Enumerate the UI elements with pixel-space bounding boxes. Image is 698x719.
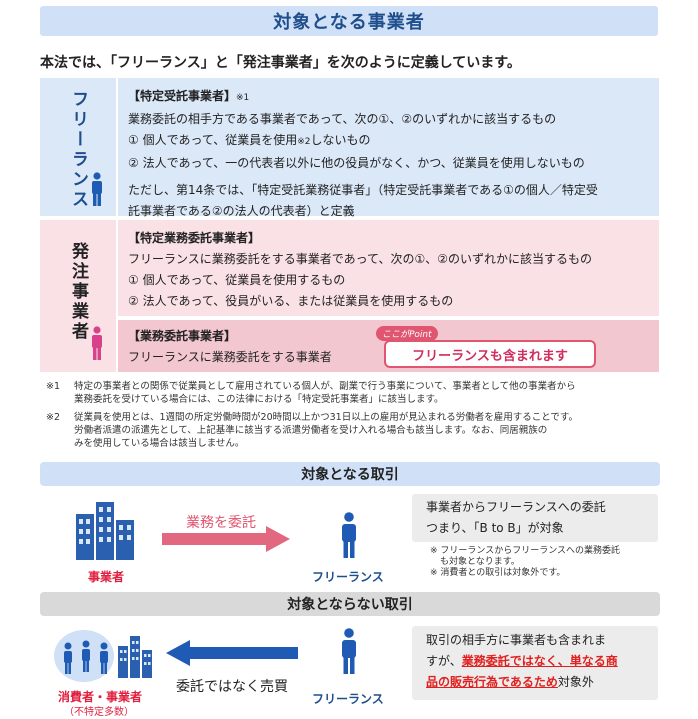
nontarget-info-box: 取引の相手方に事業者も含まれま すが、業務委託ではなく、単なる商 品の販売行為で… (412, 626, 658, 700)
person-icon-pink (92, 326, 102, 360)
people-icon (64, 640, 108, 674)
nontarget-highlight1: 業務委託ではなく、単なる商 (461, 654, 618, 668)
nontarget-section-title: 対象とならない取引 (40, 592, 660, 616)
note2-line3: みを使用している場合は該当しません。 (74, 438, 245, 449)
note2-line1: 従業員を使用とは、1週間の所定労働時間が20時間以上かつ31日以上の雇用が見込ま… (74, 412, 578, 423)
orderer-line2: フリーランスに業務委託をする事業者 (128, 350, 332, 364)
note-mark-1: ※1 (46, 381, 61, 392)
freelance-extra2: 託事業者である②の法人の代表者）と定義 (128, 204, 355, 218)
freelance-item1-b: しないもの (310, 133, 371, 147)
target-note1b: も対象となります。 (440, 557, 520, 567)
target-box-line2: つまり、「B to B」が対象 (426, 521, 564, 535)
building-icon (76, 502, 134, 560)
freelance-side-label: フリーランス (68, 90, 88, 210)
target-notes: ※ フリーランスからフリーランスへの業務委託 も対象となります。 ※ 消費者との… (430, 546, 620, 579)
page-title: 対象となる事業者 (40, 6, 658, 36)
note-ref-1: ※1 (236, 93, 250, 103)
orderer-item2: ② 法人であって、役員がいる、または従業員を使用するもの (128, 294, 454, 308)
orderer-heading2: 【業務委託事業者】 (128, 329, 237, 343)
nontarget-box-line3b: 対象外 (557, 675, 594, 689)
note-ref-2: ※2 (297, 137, 311, 147)
small-building-icon (118, 636, 152, 678)
target-note1a: ※ フリーランスからフリーランスへの業務委託 (430, 546, 621, 556)
target-right-label: フリーランス (312, 570, 384, 584)
footnotes: ※1 特定の事業者との関係で従業員として雇用されている個人が、副業で行う事業につ… (46, 380, 658, 450)
orderer-side-label: 発注事業者 (68, 242, 88, 342)
freelance-item2: ② 法人であって、一の代表者以外に他の役員がなく、かつ、従業員を使用しないもの (128, 156, 585, 170)
freelance-side-panel: フリーランス (40, 78, 116, 216)
target-section-title: 対象となる取引 (40, 462, 660, 486)
target-box-line1: 事業者からフリーランスへの委託 (426, 500, 606, 514)
intro-text: 本法では、「フリーランス」と「発注事業者」を次のように定義しています。 (40, 55, 521, 71)
orderer-side-panel: 発注事業者 (40, 220, 116, 372)
nontarget-box-line1: 取引の相手方に事業者も含まれま (426, 633, 607, 647)
orderer-item1: ① 個人であって、従業員を使用するもの (128, 273, 346, 287)
freelance-heading: 【特定受託事業者】 (128, 89, 237, 103)
nontarget-arrow-label: 委託ではなく売買 (176, 679, 288, 695)
freelance-item1-a: ① 個人であって、従業員を使用 (128, 133, 298, 147)
freelance-definition: 【特定受託事業者】※1 業務委託の相手方である事業者であって、次の①、②のいずれ… (118, 78, 659, 218)
freelance-line1: 業務委託の相手方である事業者であって、次の①、②のいずれかに該当するもの (128, 112, 557, 126)
target-info-box: 事業者からフリーランスへの委託 つまり、「B to B」が対象 (412, 494, 658, 542)
business-consignor-box: 【業務委託事業者】 フリーランスに業務委託をする事業者 ここがPoint フリー… (118, 320, 659, 372)
nontarget-highlight2: 品の販売行為であるため (426, 675, 558, 689)
nontarget-left-sub: （不特定多数） (64, 707, 134, 718)
orderer-line1: フリーランスに業務委託をする事業者であって、次の①、②のいずれかに該当するもの (128, 252, 592, 266)
note-mark-2: ※2 (46, 412, 61, 423)
note1-line1: 特定の事業者との関係で従業員として雇用されている個人が、副業で行う事業について、… (74, 381, 576, 392)
nontarget-left-label: 消費者・事業者 (58, 690, 143, 704)
point-tag: ここがPoint (376, 326, 438, 341)
freelance-extra1: ただし、第14条では、「特定受託業務従事者」（特定受託事業者である①の個人／特定… (128, 183, 598, 197)
consumer-group-icon (54, 628, 158, 682)
freelance-person-icon (342, 512, 356, 558)
target-left-label: 事業者 (88, 570, 125, 584)
note1-line2: 業務委託を受けている場合には、この法律における「特定受託事業者」に該当します。 (74, 394, 444, 405)
nontarget-box-line2a: すが、 (426, 654, 462, 668)
left-arrow-icon (166, 640, 298, 666)
person-icon-blue (92, 172, 102, 206)
target-arrow-label: 業務を委託 (186, 515, 256, 531)
nontarget-right-label: フリーランス (312, 692, 384, 706)
right-arrow-icon (162, 526, 290, 552)
orderer-definition: 【特定業務委託事業者】 フリーランスに業務委託をする事業者であって、次の①、②の… (118, 220, 659, 316)
orderer-heading: 【特定業務委託事業者】 (128, 231, 261, 245)
target-note2: ※ 消費者との取引は対象外です。 (430, 568, 566, 578)
point-callout: フリーランスも含まれます (384, 340, 596, 368)
note2-line2: 労働者派遣の派遣先として、上記基準に該当する派遣労働者を受け入れる場合も該当しま… (74, 425, 548, 436)
freelance-person-icon-2 (342, 628, 356, 674)
